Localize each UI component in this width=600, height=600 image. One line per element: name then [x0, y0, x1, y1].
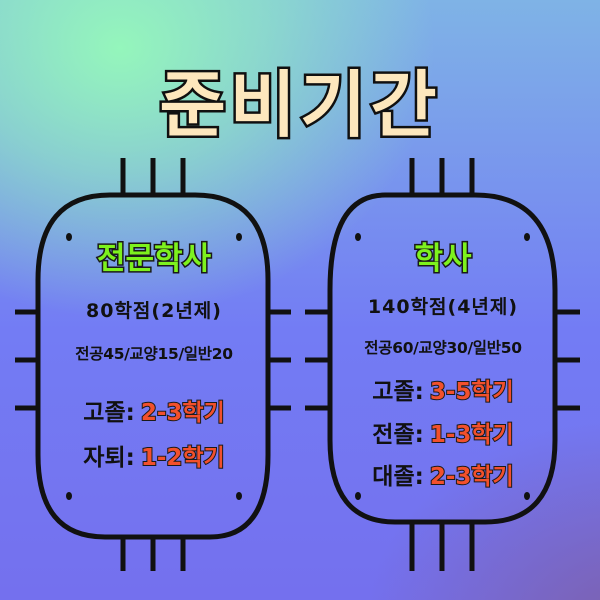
duration-label: 고졸:	[372, 379, 424, 405]
duration-label: 전졸:	[372, 422, 424, 448]
bachelor-duration-row: 전졸:1-3학기	[332, 415, 554, 449]
duration-label: 대졸:	[372, 464, 424, 490]
associate-chip-title: 전문학사	[95, 240, 212, 279]
bachelor-duration-row: 고졸:3-5학기	[332, 372, 554, 406]
associate-credits: 80학점(2년제)	[86, 300, 222, 322]
duration-value: 2-3학기	[429, 463, 515, 491]
bachelor-chip-body	[327, 192, 558, 525]
duration-value: 1-3학기	[429, 421, 515, 449]
bachelor-duration-row: 대졸:2-3학기	[332, 457, 554, 491]
duration-value: 3-5학기	[429, 378, 515, 406]
bachelor-chip-title: 학사	[413, 240, 473, 279]
duration-value: 1-2학기	[140, 444, 226, 472]
associate-duration-row: 자퇴:1-2학기	[40, 438, 268, 472]
duration-label: 자퇴:	[83, 445, 135, 471]
bachelor-credits: 140학점(4년제)	[367, 296, 519, 318]
page-title: 준비기간	[157, 61, 441, 150]
duration-value: 2-3학기	[140, 399, 226, 427]
associate-duration-row: 고졸:2-3학기	[40, 393, 268, 427]
bachelor-credit-split: 전공60/교양30/일반50	[364, 339, 522, 357]
associate-chip-body	[35, 192, 271, 540]
duration-label: 고졸:	[83, 400, 135, 426]
associate-credit-split: 전공45/교양15/일반20	[75, 345, 233, 363]
